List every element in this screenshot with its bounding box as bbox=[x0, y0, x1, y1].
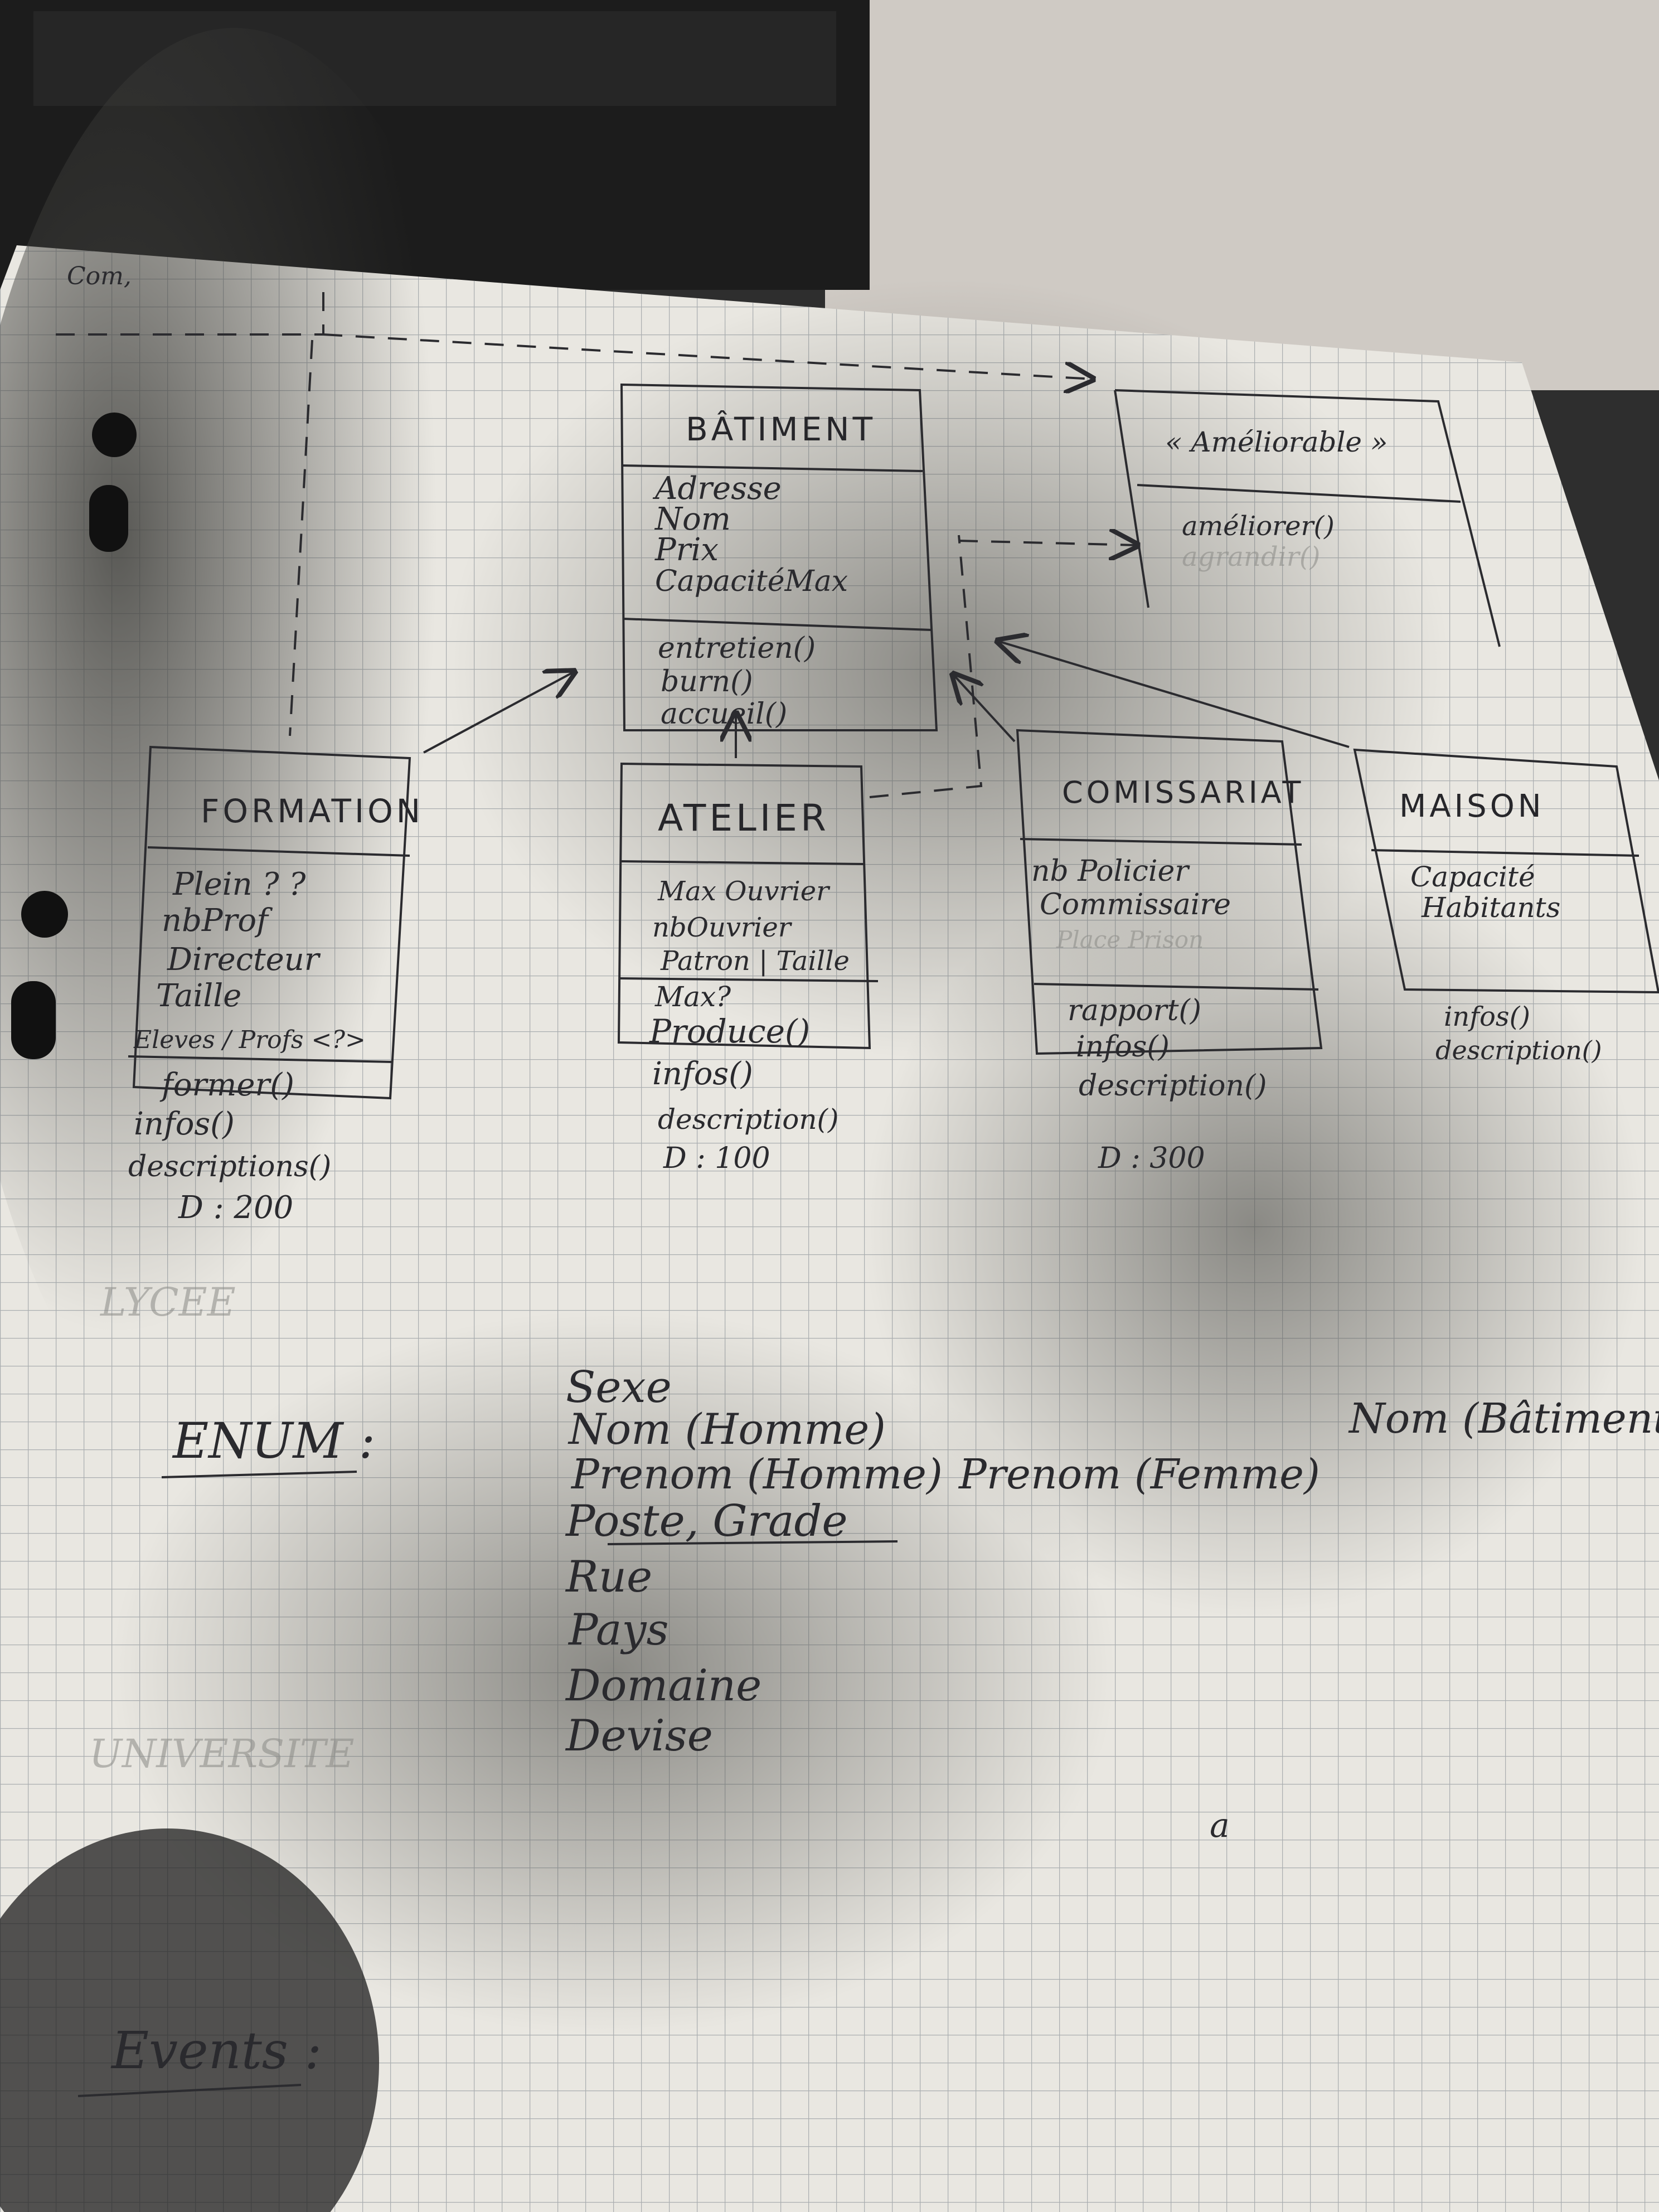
maison-method-1: infos() bbox=[1444, 1001, 1530, 1032]
maison-attr-1: Capacité bbox=[1410, 861, 1535, 893]
class-atelier: ATELIER Max Ouvrier nbOuvrier Patron | T… bbox=[617, 762, 879, 1175]
enum-heading: ENUM : bbox=[172, 1412, 375, 1469]
inheritance-formation bbox=[423, 672, 574, 754]
formation-method-3: descriptions() bbox=[128, 1150, 331, 1183]
batiment-attr-3: Prix bbox=[654, 532, 719, 568]
dashed-atelier-to-ameliorable bbox=[869, 535, 983, 798]
atelier-method-4: description() bbox=[658, 1103, 839, 1136]
batiment-method-2: burn() bbox=[661, 665, 753, 698]
enum-item-5: Rue bbox=[565, 1552, 652, 1602]
inheritance-commissariat bbox=[953, 675, 1016, 743]
ameliorable-method-2: agrandir() bbox=[1182, 541, 1320, 573]
class-maison: MAISON Capacité Habitants infos() descri… bbox=[1353, 748, 1659, 1065]
atelier-method-1: Max? bbox=[654, 981, 731, 1013]
commissariat-attr-1: nb Policier bbox=[1031, 855, 1190, 888]
commissariat-attr-faded: Place Prison bbox=[1056, 926, 1204, 953]
class-maison-name: MAISON bbox=[1399, 788, 1545, 824]
faded-label-lycee: LYCEE bbox=[99, 1279, 236, 1325]
commissariat-method-3: description() bbox=[1079, 1069, 1267, 1103]
class-atelier-name: ATELIER bbox=[658, 797, 830, 840]
commissariat-attr-2: Commissaire bbox=[1040, 888, 1231, 921]
batiment-attr-4: CapacitéMax bbox=[655, 565, 848, 598]
atelier-note: D : 100 bbox=[663, 1142, 770, 1175]
class-commissariat-name: COMISSARIAT bbox=[1062, 775, 1304, 810]
formation-attr-1: Plein ? ? bbox=[172, 866, 306, 903]
events-heading: Events : bbox=[110, 2021, 322, 2080]
commissariat-note: D : 300 bbox=[1098, 1142, 1205, 1175]
maison-attr-2: Habitants bbox=[1421, 891, 1560, 924]
enum-item-8: Devise bbox=[565, 1711, 713, 1761]
class-batiment: BÂTIMENT Adresse Nom Prix CapacitéMax en… bbox=[620, 383, 938, 731]
batiment-method-1: entretien() bbox=[658, 632, 816, 665]
enum-section: ENUM : Sexe Nom (Homme) Prenom (Homme) P… bbox=[161, 1362, 1659, 1845]
class-formation-name: FORMATION bbox=[201, 792, 424, 830]
class-formation: FORMATION Plein ? ? nbProf Directeur Tai… bbox=[128, 745, 424, 1226]
inheritance-maison bbox=[998, 641, 1350, 748]
commissariat-method-1: rapport() bbox=[1068, 994, 1201, 1027]
ameliorable-method-1: améliorer() bbox=[1182, 511, 1335, 542]
class-commissariat: COMISSARIAT nb Policier Commissaire Plac… bbox=[1016, 729, 1323, 1175]
enum-item-3: Prenom (Homme) bbox=[570, 1451, 943, 1498]
atelier-attr-1: Max Ouvrier bbox=[657, 876, 831, 907]
atelier-method-3: infos() bbox=[652, 1056, 753, 1092]
atelier-attr-3: Patron | Taille bbox=[660, 945, 850, 977]
formation-method-1: former() bbox=[159, 1067, 294, 1103]
enum-item-2: Nom (Homme) bbox=[567, 1404, 886, 1454]
enum-extra-nom: Nom (Bâtiment) bbox=[1348, 1395, 1659, 1443]
enum-item-7: Domaine bbox=[565, 1661, 761, 1711]
stray-mark: a bbox=[1210, 1806, 1230, 1845]
formation-attr-2: nbProf bbox=[162, 903, 273, 939]
formation-note: D : 200 bbox=[178, 1190, 293, 1226]
enum-item-1: Sexe bbox=[566, 1362, 672, 1413]
formation-method-2: infos() bbox=[134, 1106, 235, 1142]
interface-ameliorable: « Améliorable » améliorer() agrandir() bbox=[1114, 389, 1501, 647]
atelier-method-2: Produce() bbox=[649, 1012, 810, 1050]
formation-attr-4: Taille bbox=[156, 978, 241, 1014]
faded-label-universite: UNIVERSITE bbox=[89, 1731, 355, 1777]
atelier-attr-2: nbOuvrier bbox=[652, 912, 793, 943]
enum-extra-prenom: Prenom (Femme) bbox=[958, 1451, 1320, 1498]
events-section: Events : bbox=[77, 2021, 322, 2097]
left-dashed-vertical bbox=[289, 339, 313, 736]
corner-note: Com, bbox=[67, 262, 132, 290]
enum-item-4: Poste, Grade bbox=[565, 1496, 848, 1546]
enum-item-6: Pays bbox=[567, 1605, 669, 1655]
interface-ameliorable-name: « Améliorable » bbox=[1165, 426, 1388, 458]
maison-method-2: description() bbox=[1435, 1035, 1602, 1065]
paper-sheet bbox=[0, 28, 1659, 2212]
formation-attr-3: Directeur bbox=[167, 942, 321, 978]
batiment-attr-1: Adresse bbox=[652, 470, 782, 507]
class-batiment-name: BÂTIMENT bbox=[686, 410, 876, 448]
batiment-attr-2: Nom bbox=[654, 501, 731, 537]
batiment-method-3: accueil() bbox=[661, 697, 787, 731]
commissariat-method-2: infos() bbox=[1076, 1030, 1170, 1064]
formation-attr-5: Eleves / Profs <?> bbox=[133, 1026, 366, 1054]
